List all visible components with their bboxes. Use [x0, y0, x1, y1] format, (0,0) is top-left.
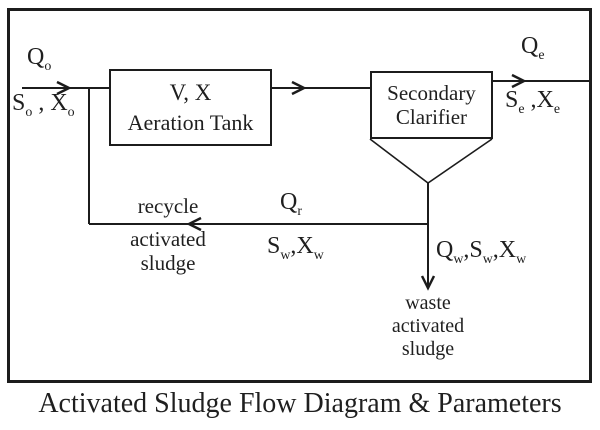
- effluent-params-label: Se ,Xe: [505, 87, 561, 117]
- secondary-clarifier-box: Secondary Clarifier: [370, 71, 493, 139]
- secondary-clarifier-label-line2: Clarifier: [395, 105, 468, 129]
- secondary-clarifier-label-line1: Secondary: [387, 80, 476, 105]
- recycle-label: recycle: [137, 194, 199, 218]
- influent-params-label: So , Xo: [12, 90, 75, 120]
- waste-sludge-label: waste activated sludge: [391, 292, 465, 361]
- tank-to-clarifier-arrowhead-icon: [291, 80, 307, 96]
- recycle-params-label: Sw,Xw: [267, 233, 324, 263]
- recycle-flow-label: Qr: [280, 189, 302, 219]
- waste-arrowhead-icon: [420, 275, 436, 291]
- effluent-arrowhead-icon: [511, 73, 527, 89]
- influent-flow-label: Qo: [27, 44, 52, 74]
- aeration-tank-label: Aeration Tank: [127, 110, 254, 135]
- clarifier-funnel: [369, 138, 493, 184]
- diagram-caption: Activated Sludge Flow Diagram & Paramete…: [38, 388, 562, 419]
- aeration-tank-parameters: V, X: [169, 80, 212, 105]
- waste-params-label: Qw,Sw,Xw: [436, 237, 527, 267]
- influent-arrowhead-icon: [56, 80, 72, 96]
- diagram-border: [7, 8, 592, 383]
- recycle-sludge-label: activated sludge: [130, 227, 206, 276]
- effluent-flow-label: Qe: [521, 33, 545, 63]
- aeration-tank-box: V, X Aeration Tank: [109, 69, 272, 146]
- recycle-arrowhead-icon: [186, 216, 202, 232]
